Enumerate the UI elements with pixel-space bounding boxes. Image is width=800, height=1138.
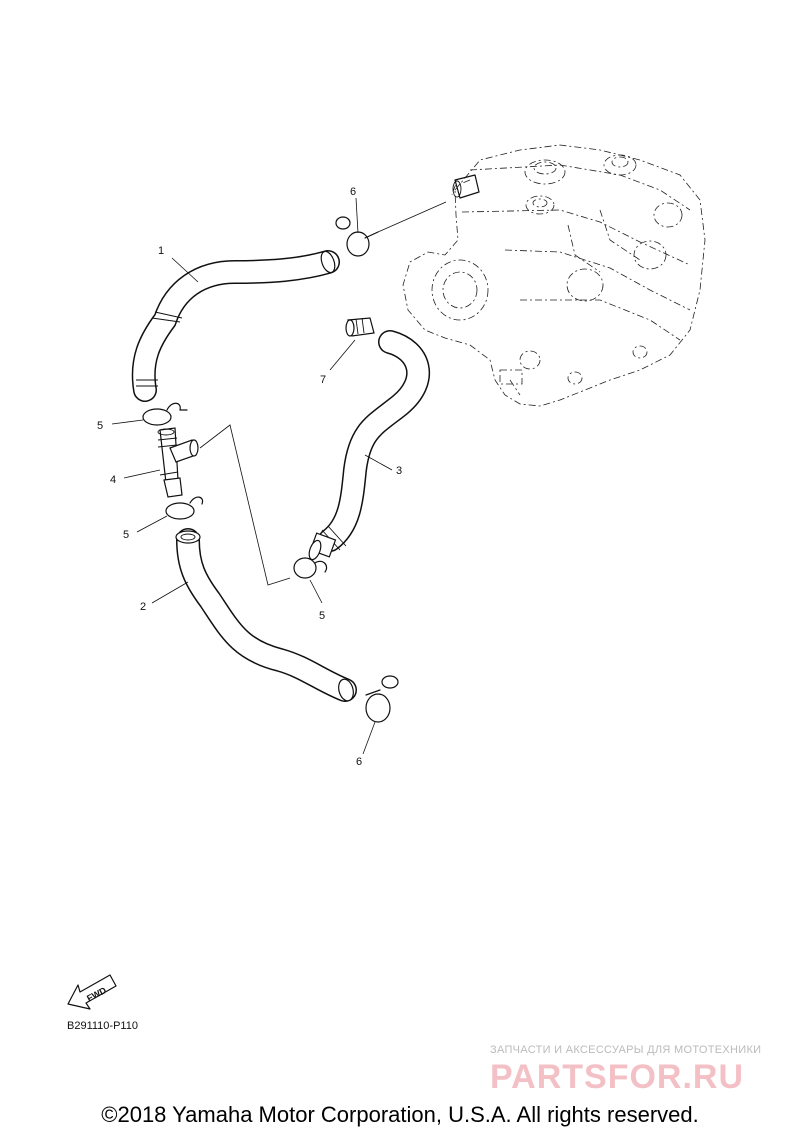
hose-joint bbox=[157, 427, 199, 498]
diagram-code: B291110-P110 bbox=[67, 1020, 138, 1032]
callout-6-top: 6 bbox=[350, 186, 356, 198]
cylinder-head-outline bbox=[402, 144, 706, 407]
clamp-6-bottom bbox=[365, 675, 399, 723]
callout-5-right: 5 bbox=[319, 610, 325, 622]
watermark-tagline: ЗАПЧАСТИ И АКСЕССУАРЫ ДЛЯ МОТОТЕХНИКИ bbox=[490, 1044, 762, 1056]
fwd-arrow-icon: FWD bbox=[67, 974, 117, 1010]
copyright-notice: ©2018 Yamaha Motor Corporation, U.S.A. A… bbox=[101, 1102, 699, 1127]
clamp-5-top bbox=[142, 402, 188, 426]
callout-7: 7 bbox=[320, 374, 326, 386]
callout-3: 3 bbox=[396, 465, 402, 477]
hose-1 bbox=[131, 250, 340, 402]
watermark-logo: PARTSFOR.RU bbox=[490, 1058, 745, 1096]
hose-3 bbox=[308, 330, 430, 561]
leader-lines bbox=[111, 197, 447, 755]
callout-6-bottom: 6 bbox=[356, 756, 362, 768]
clamp-6-top bbox=[335, 216, 379, 257]
callout-4: 4 bbox=[110, 474, 116, 486]
callout-5-mid: 5 bbox=[123, 529, 129, 541]
engine-inlet-nipple bbox=[452, 174, 480, 199]
clamp-5-mid bbox=[165, 496, 204, 520]
clamp-7 bbox=[345, 317, 375, 337]
clamp-5-right bbox=[293, 557, 328, 579]
hose-2 bbox=[175, 528, 357, 702]
callout-5-top: 5 bbox=[97, 420, 103, 432]
callout-1: 1 bbox=[158, 245, 164, 257]
callout-2: 2 bbox=[140, 601, 146, 613]
